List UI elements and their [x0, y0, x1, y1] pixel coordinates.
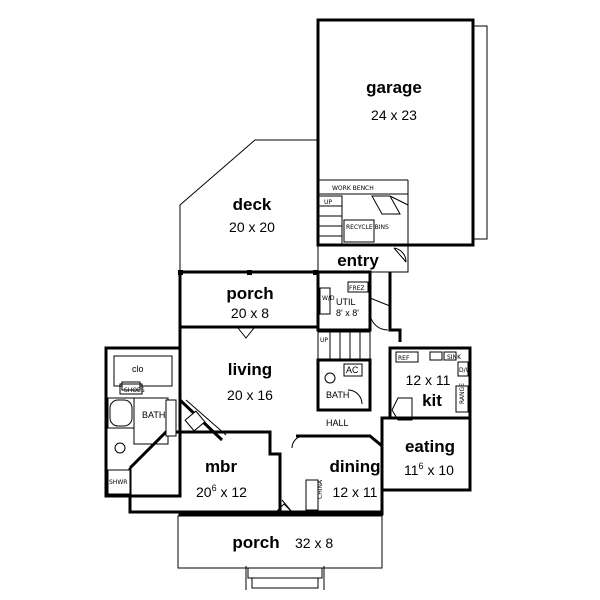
- range-label: RANGE: [459, 383, 466, 404]
- living-size: 20 x 16: [227, 387, 273, 403]
- eating-size-main: 11: [404, 462, 419, 478]
- hall-bath-name: BATH: [326, 390, 349, 400]
- garage-size: 24 x 23: [371, 107, 417, 123]
- master-bedroom: mbr 206 x 12: [128, 430, 282, 514]
- washer-dryer-label: W/D: [322, 295, 335, 302]
- utility-room: W/D FREZ UTIL 8' x 8': [316, 270, 391, 332]
- entry: entry: [317, 245, 409, 273]
- deck-name: deck: [233, 195, 272, 214]
- util-name: UTIL: [336, 297, 356, 307]
- mbr-size-sup: 6: [212, 483, 217, 493]
- mbr-size-main: 20: [196, 484, 212, 500]
- master-bath-name: BATH: [142, 410, 165, 420]
- recycle-bins-label: RECYCLE BINS: [346, 224, 389, 231]
- eating-size-rest: x 10: [424, 462, 455, 478]
- living-room: living 20 x 16: [178, 327, 273, 442]
- closet-label: clo: [132, 364, 144, 374]
- garage-name: garage: [366, 78, 422, 97]
- ac-label: AC: [346, 365, 359, 375]
- back-porch: porch 20 x 8: [178, 270, 320, 339]
- master-bath: clo SHOES BATH SHWR: [104, 346, 182, 498]
- ref-label: REF: [398, 355, 410, 362]
- shoes-label: SHOES: [124, 387, 145, 394]
- mbr-name: mbr: [205, 457, 238, 476]
- back-porch-size: 20 x 8: [231, 305, 269, 321]
- hall-bath: BATH: [316, 358, 372, 412]
- dining-room: CHINA dining 12 x 11: [281, 434, 384, 514]
- front-porch-name: porch: [232, 533, 279, 552]
- hall-stairs: UP AC: [317, 331, 371, 377]
- living-name: living: [228, 360, 272, 379]
- eating-size-sup: 6: [419, 461, 424, 471]
- garage: garage 24 x 23 WORK BENCH: [316, 18, 488, 247]
- dw-label: D/W: [459, 367, 472, 374]
- work-bench-label: WORK BENCH: [332, 185, 374, 192]
- kitchen: REF SINK D/W RANGE 12 x 11 kit: [388, 346, 472, 421]
- hall-label: HALL: [326, 418, 349, 428]
- deck-size: 20 x 20: [229, 219, 275, 235]
- eating-area: eating 116 x 10: [380, 416, 472, 492]
- mbr-size: 206 x 12: [196, 483, 247, 500]
- eating-size: 116 x 10: [404, 461, 454, 478]
- sink-label: SINK: [447, 354, 462, 361]
- hall-up-label: UP: [320, 337, 328, 344]
- garage-up-label: UP: [324, 199, 332, 206]
- mbr-size-rest: x 12: [217, 484, 248, 500]
- front-porch-size: 32 x 8: [295, 535, 333, 551]
- deck: deck 20 x 20: [179, 139, 319, 273]
- china-label: CHINA: [317, 479, 324, 499]
- back-porch-name: porch: [226, 284, 273, 303]
- dining-size: 12 x 11: [333, 484, 378, 500]
- freezer-label: FREZ: [349, 285, 365, 292]
- kitchen-size: 12 x 11: [406, 372, 451, 388]
- front-porch: porch 32 x 8: [177, 503, 384, 590]
- dining-name: dining: [330, 457, 381, 476]
- kitchen-name: kit: [422, 391, 442, 410]
- garage-stairs: UP RECYCLE BINS: [317, 195, 409, 247]
- util-size: 8' x 8': [336, 308, 359, 318]
- shower-label: SHWR: [109, 479, 127, 486]
- entry-name: entry: [337, 251, 379, 270]
- eating-name: eating: [405, 437, 455, 456]
